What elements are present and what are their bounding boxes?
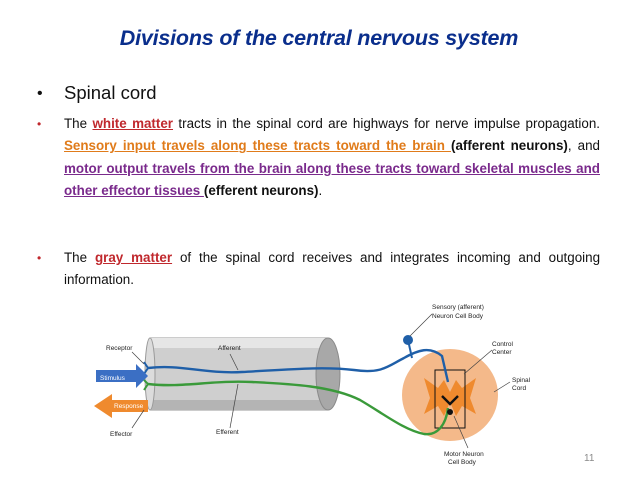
effector-label: Effector <box>110 431 133 438</box>
stimulus-arrow: Stimulus <box>96 364 148 388</box>
afferent-pathway <box>147 348 450 383</box>
page-number: 11 <box>584 453 595 464</box>
afferent-label: Afferent <box>218 345 241 352</box>
control-label-1: Control <box>492 341 514 348</box>
efferent-neurons-term: (efferent neurons) <box>203 183 319 199</box>
motor-cell-body <box>447 409 453 415</box>
spinal-label-1: Spinal <box>512 377 531 384</box>
bullet-2-part-3: of the spinal cord receives and integrat… <box>64 250 601 288</box>
heading-text: Spinal cord <box>64 82 157 103</box>
slide-title: Divisions of the central nervous system <box>119 26 519 50</box>
bullet-2-text: The gray matter of the spinal cord recei… <box>64 247 600 292</box>
afferent-neurons-term: (afferent neurons) <box>450 138 568 154</box>
bullet-1-text: The white matter tracts in the spinal co… <box>64 113 600 203</box>
stimulus-label: Stimulus <box>100 375 126 382</box>
bullet-1-part-1: The <box>64 116 93 131</box>
sensory-label-2: Neuron Cell Body <box>432 313 484 320</box>
bullet-2-part-1: The <box>64 250 95 265</box>
heading-bullet: • <box>37 85 43 102</box>
control-center-box <box>434 369 466 429</box>
spinal-label-2: Cord <box>512 385 526 392</box>
motor-output-phrase: motor output travels from the brain alon… <box>64 160 600 199</box>
control-label-2: Center <box>492 349 512 356</box>
bullet-1-part-9: . <box>318 183 323 199</box>
synapse-mark <box>441 395 459 406</box>
motor-label-2: Cell Body <box>448 459 477 466</box>
efferent-pathway <box>147 380 450 436</box>
response-arrow: Response <box>94 394 148 418</box>
efferent-label: Efferent <box>216 429 239 436</box>
sensory-label-1: Sensory (afferent) <box>432 304 484 311</box>
response-label: Response <box>114 403 144 410</box>
bullet-1-dot: • <box>37 117 42 131</box>
bullet-1-part-6: , and <box>567 138 600 154</box>
sensory-cell-body <box>403 335 413 345</box>
gray-matter-shape <box>424 378 476 416</box>
sensory-input-phrase: Sensory input travels along these tracts… <box>64 138 451 154</box>
motor-label-1: Motor Neuron <box>444 451 484 458</box>
white-matter-term: white matter <box>92 116 174 131</box>
nerve-bundle <box>144 337 341 411</box>
bullet-2-dot: • <box>37 251 42 265</box>
leader-lines <box>131 313 511 449</box>
receptor-label: Receptor <box>106 345 133 352</box>
gray-matter-term: gray matter <box>94 250 173 265</box>
reflex-arc-diagram: Stimulus Response Receptor Afferent Effe… <box>94 304 531 466</box>
spinal-cord <box>402 349 498 441</box>
bullet-1-part-3: tracts in the spinal cord are highways f… <box>173 116 600 131</box>
